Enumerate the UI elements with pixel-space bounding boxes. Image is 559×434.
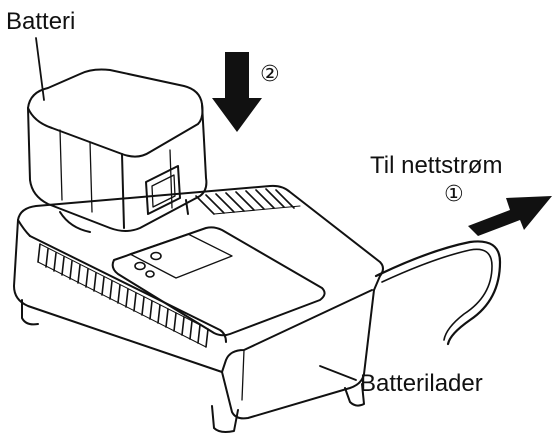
insert-battery-arrow <box>212 52 262 132</box>
battery-label: Batteri <box>6 8 76 35</box>
battery-pack <box>27 68 208 233</box>
charger-label: Batterilader <box>360 370 483 397</box>
battery-charger <box>13 184 384 433</box>
power-cord <box>374 240 502 346</box>
battery-leader-line <box>35 37 45 101</box>
step-2-marker: ② <box>260 62 280 87</box>
plug-in-arrow <box>468 196 552 236</box>
charger-side-vents <box>37 243 209 348</box>
charger-leader-line <box>319 365 357 381</box>
indicator-lamps <box>134 251 162 278</box>
charger-top-panel <box>111 226 326 337</box>
charger-top-vents <box>195 188 301 215</box>
step-1-marker: ① <box>444 182 464 207</box>
mains-label: Til nettstrøm <box>370 152 503 179</box>
